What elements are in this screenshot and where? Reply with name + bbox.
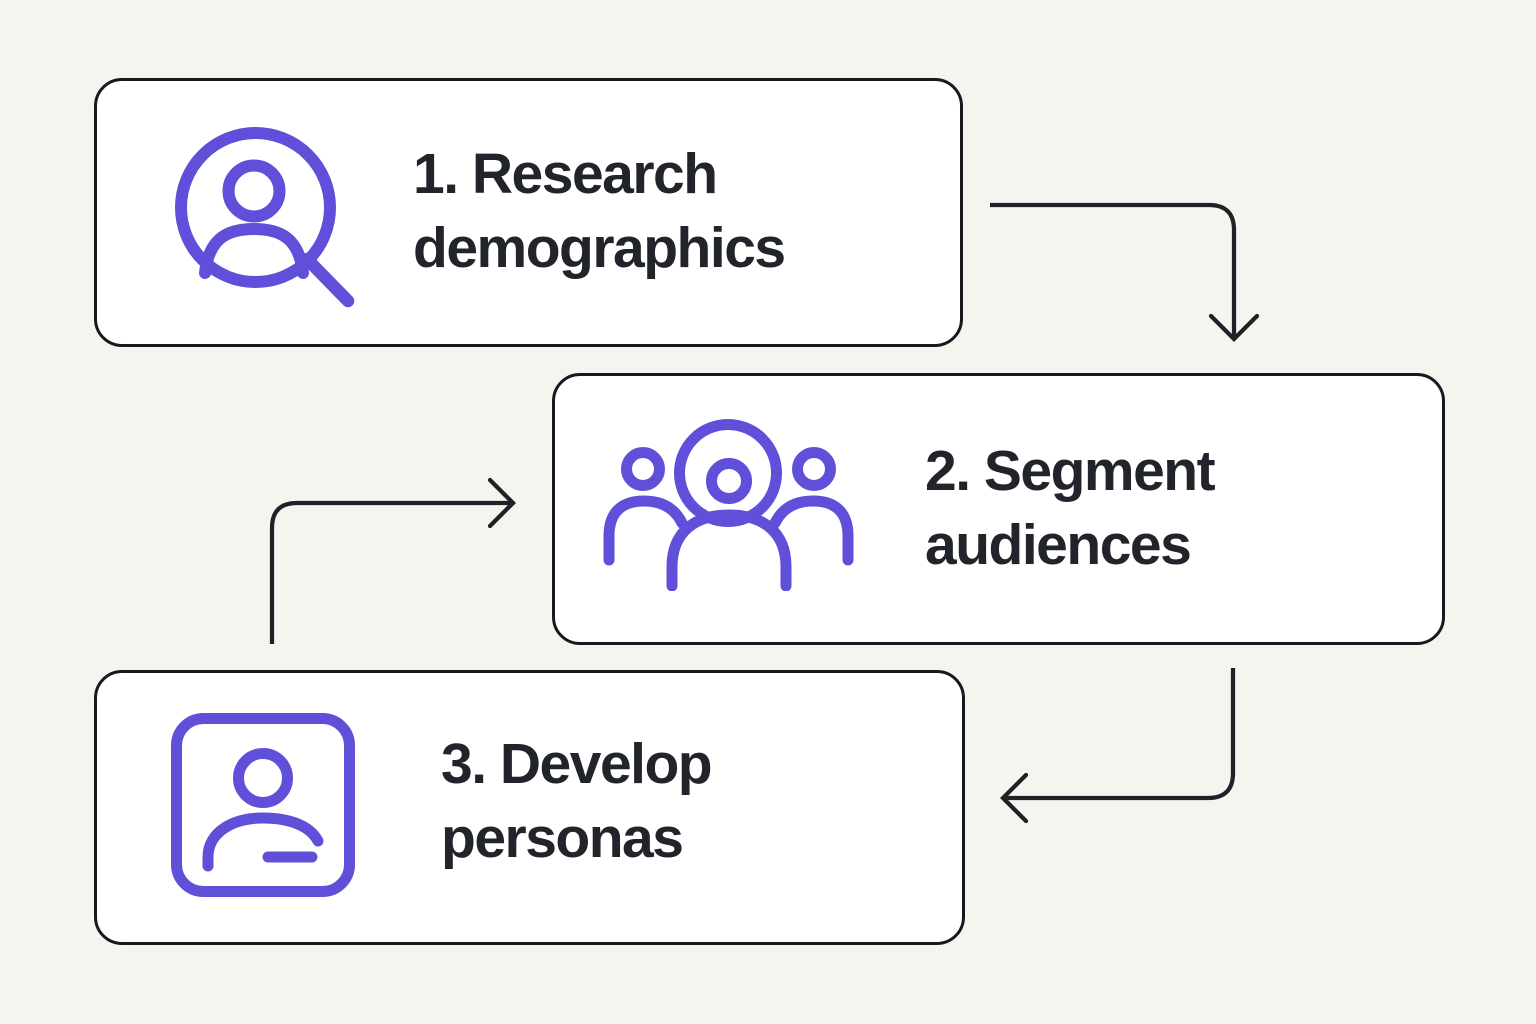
step-label-line: 3. Develop (441, 732, 713, 796)
user-search-icon (175, 127, 355, 308)
arrowhead-right-icon (487, 477, 517, 529)
step-label-line: demographics (413, 216, 786, 280)
step-label: 2. Segment audiences (925, 434, 1216, 582)
arrow-step2-to-step3 (999, 668, 1236, 824)
arrowhead-down-icon (1208, 313, 1260, 343)
step-label-line: audiences (925, 513, 1192, 577)
step-card-segment-audiences: 2. Segment audiences (552, 373, 1445, 645)
id-card-person-icon (171, 713, 355, 897)
step-label-line: 2. Segment (925, 439, 1216, 503)
step-label-line: 1. Research (413, 142, 718, 206)
step-card-research-demographics: 1. Research demographics (94, 78, 963, 347)
users-group-icon (603, 419, 854, 591)
arrow-step3-to-step2 (269, 477, 517, 644)
step-label: 3. Develop personas (441, 727, 713, 875)
arrow-step1-to-step2 (990, 202, 1260, 343)
step-label-line: personas (441, 806, 684, 870)
step-label: 1. Research demographics (413, 137, 786, 285)
step-card-develop-personas: 3. Develop personas (94, 670, 965, 945)
arrowhead-left-icon (999, 772, 1029, 824)
